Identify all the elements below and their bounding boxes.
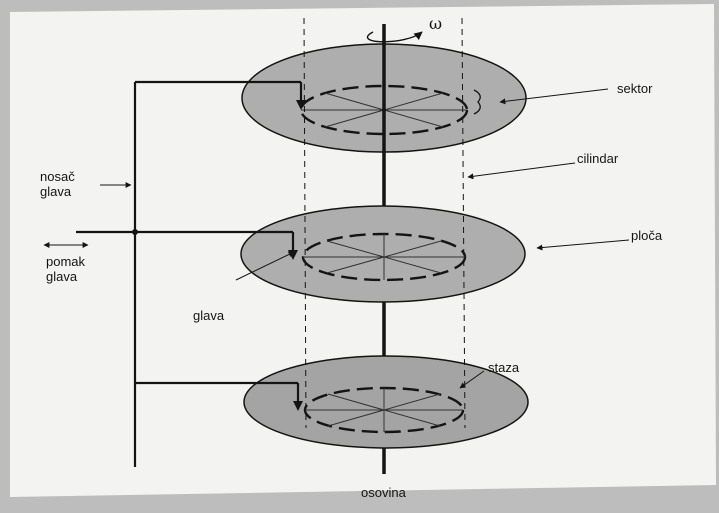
nosac-label-line2: glava — [40, 184, 72, 199]
sector-lines-bottom — [305, 388, 463, 432]
cilindar-label: cilindar — [577, 151, 619, 166]
rotation-arrow — [366, 31, 423, 43]
platter-middle — [240, 205, 526, 303]
ploca-label: ploča — [631, 228, 663, 243]
carriage-joint — [132, 229, 138, 235]
cylinder-outline — [303, 17, 466, 429]
glava-label: glava — [193, 308, 225, 323]
staza-label: staza — [488, 360, 520, 375]
ploca-leader — [536, 239, 630, 251]
sector-lines-middle — [303, 234, 465, 280]
sector-bracket — [473, 89, 481, 115]
platter-bottom — [243, 355, 529, 449]
nosac-label-line1: nosač — [40, 169, 75, 184]
omega-label: ω — [429, 14, 442, 33]
sektor-leader — [499, 88, 609, 105]
cilindar-leader — [467, 162, 576, 180]
head-carriage — [76, 80, 303, 467]
osovina-label: osovina — [361, 485, 407, 500]
sektor-label: sektor — [617, 81, 653, 96]
glava-leader — [235, 251, 295, 281]
pomak-label-line1: pomak — [46, 254, 86, 269]
leader-lines — [43, 88, 630, 389]
staza-leader — [459, 370, 485, 389]
pomak-label-line2: glava — [46, 269, 78, 284]
